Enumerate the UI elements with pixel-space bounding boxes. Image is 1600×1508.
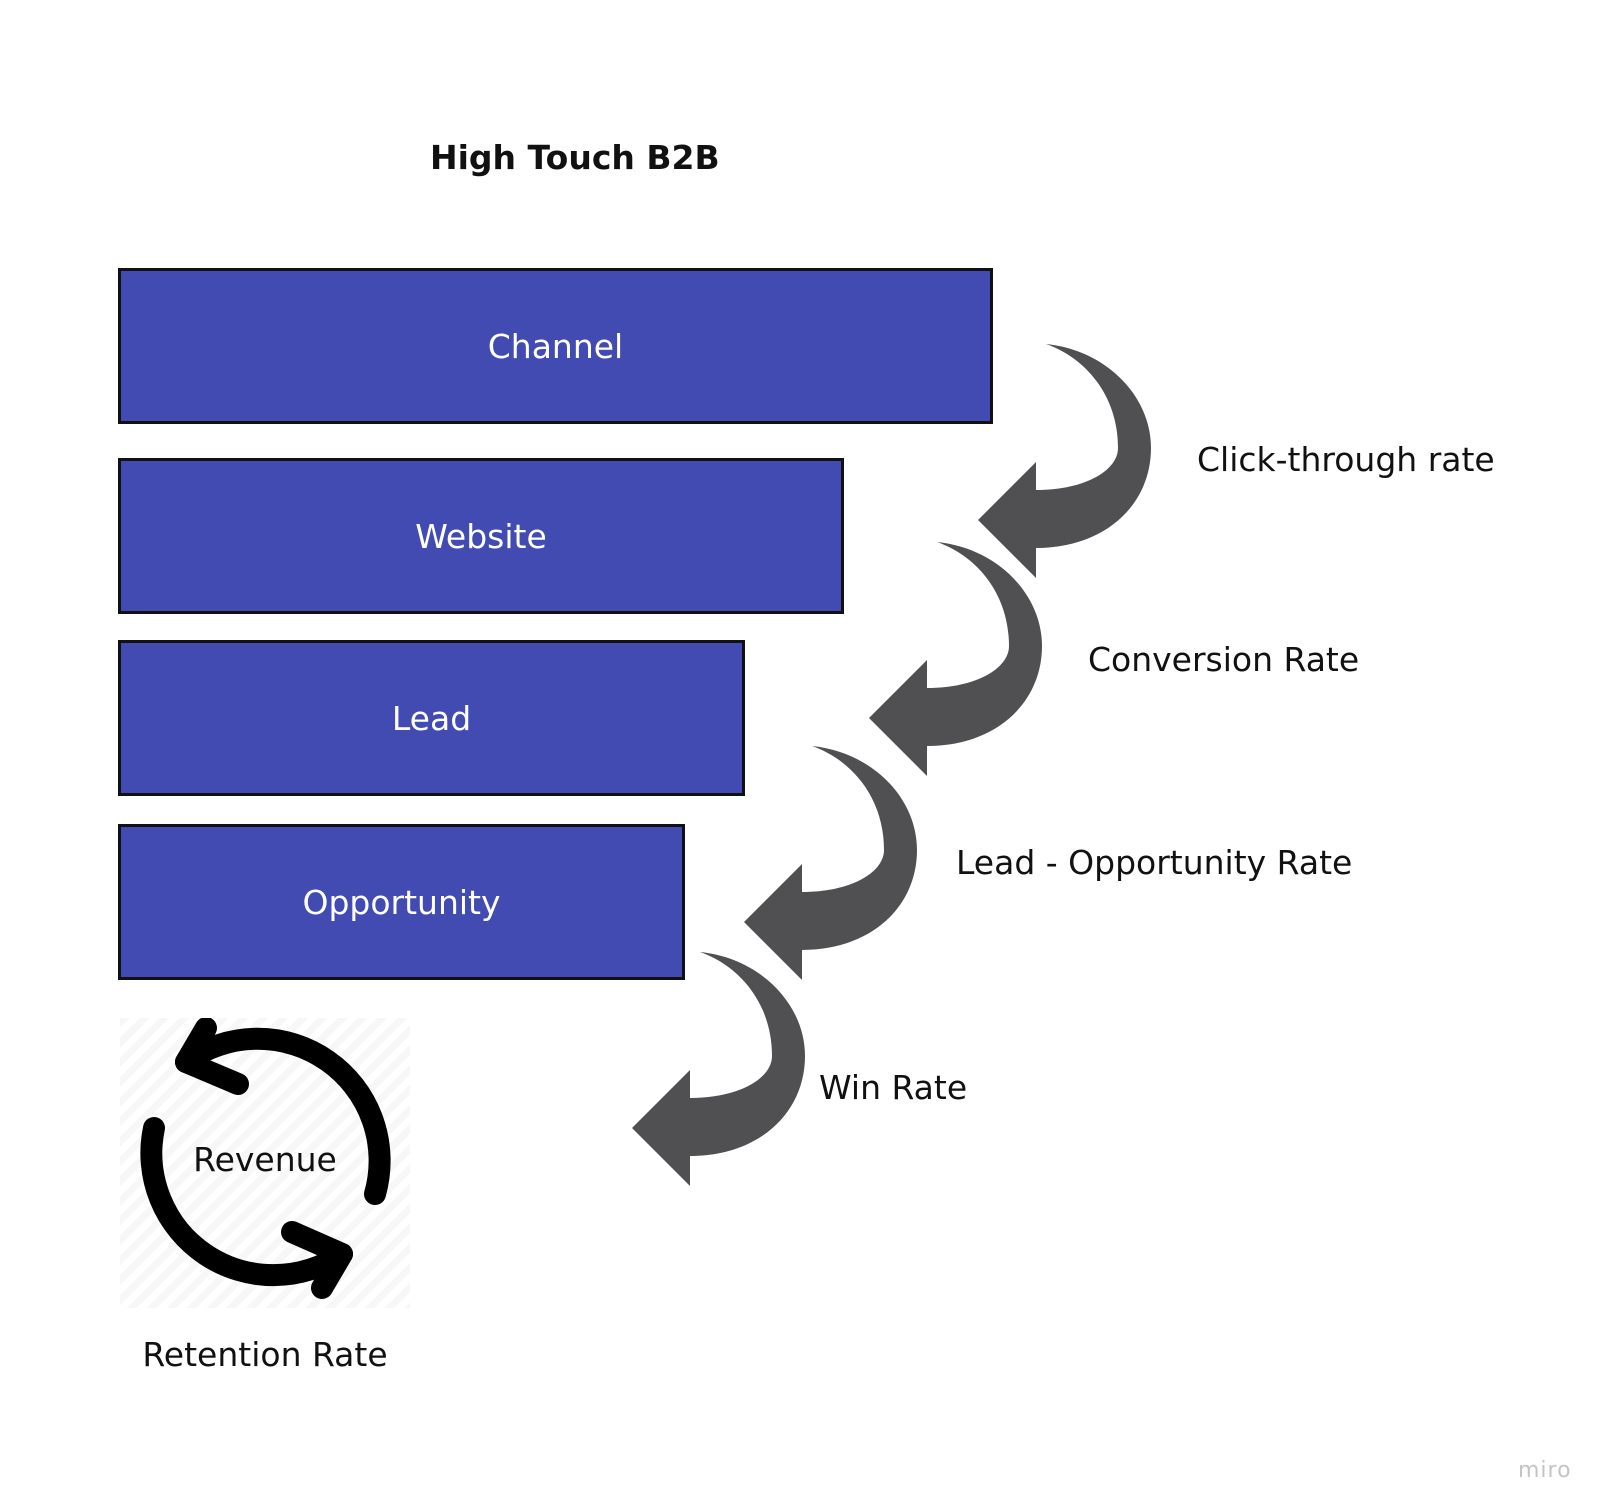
stage-label: Website: [415, 516, 547, 556]
curved-down-left-arrow-icon: [744, 746, 917, 980]
stage-lead: Lead: [118, 640, 745, 796]
curved-down-left-arrow-icon: [978, 344, 1151, 578]
stage-label: Opportunity: [302, 882, 501, 922]
miro-watermark: miro: [1518, 1458, 1572, 1483]
curved-down-left-arrow-icon: [632, 952, 805, 1186]
rate-label-click-through: Click-through rate: [1197, 440, 1495, 479]
stage-opportunity: Opportunity: [118, 824, 685, 980]
stage-website: Website: [118, 458, 844, 614]
rate-label-conversion: Conversion Rate: [1088, 640, 1360, 679]
revenue-label: Revenue: [193, 1140, 337, 1179]
rate-label-win: Win Rate: [819, 1068, 968, 1107]
curved-down-left-arrow-icon: [869, 542, 1042, 776]
rate-label-lead-opportunity: Lead - Opportunity Rate: [956, 843, 1353, 882]
stage-label: Lead: [391, 698, 472, 738]
revenue-tile: Revenue: [120, 1018, 410, 1308]
stage-channel: Channel: [118, 268, 993, 424]
retention-rate-label: Retention Rate: [142, 1335, 388, 1374]
diagram-title: High Touch B2B: [430, 138, 720, 177]
cycle-arrows-icon: [140, 1018, 391, 1299]
stage-label: Channel: [487, 326, 624, 366]
